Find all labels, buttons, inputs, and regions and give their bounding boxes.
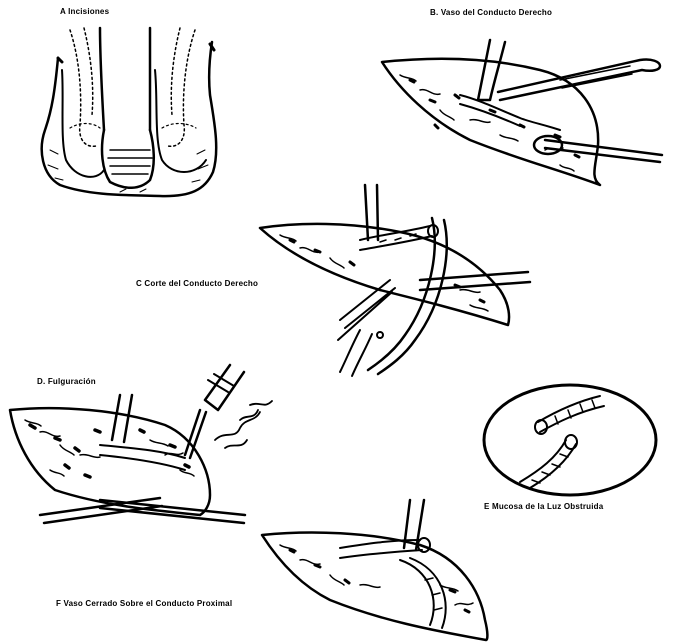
panel-d-drawing <box>10 365 272 523</box>
panel-a-drawing <box>42 28 216 196</box>
panel-b-drawing <box>382 40 662 185</box>
panel-c-label: C Corte del Conducto Derecho <box>136 279 258 288</box>
panel-f-label: F Vaso Cerrado Sobre el Conducto Proxima… <box>56 599 232 608</box>
panel-e-drawing <box>484 385 656 495</box>
panel-d-label: D. Fulguración <box>37 377 96 386</box>
panel-a-label: A Incisiones <box>60 7 109 16</box>
panel-b-label: B. Vaso del Conducto Derecho <box>430 8 552 17</box>
panel-f-drawing <box>262 500 487 640</box>
panel-e-label: E Mucosa de la Luz Obstruida <box>484 502 603 511</box>
panel-c-drawing <box>260 185 530 376</box>
